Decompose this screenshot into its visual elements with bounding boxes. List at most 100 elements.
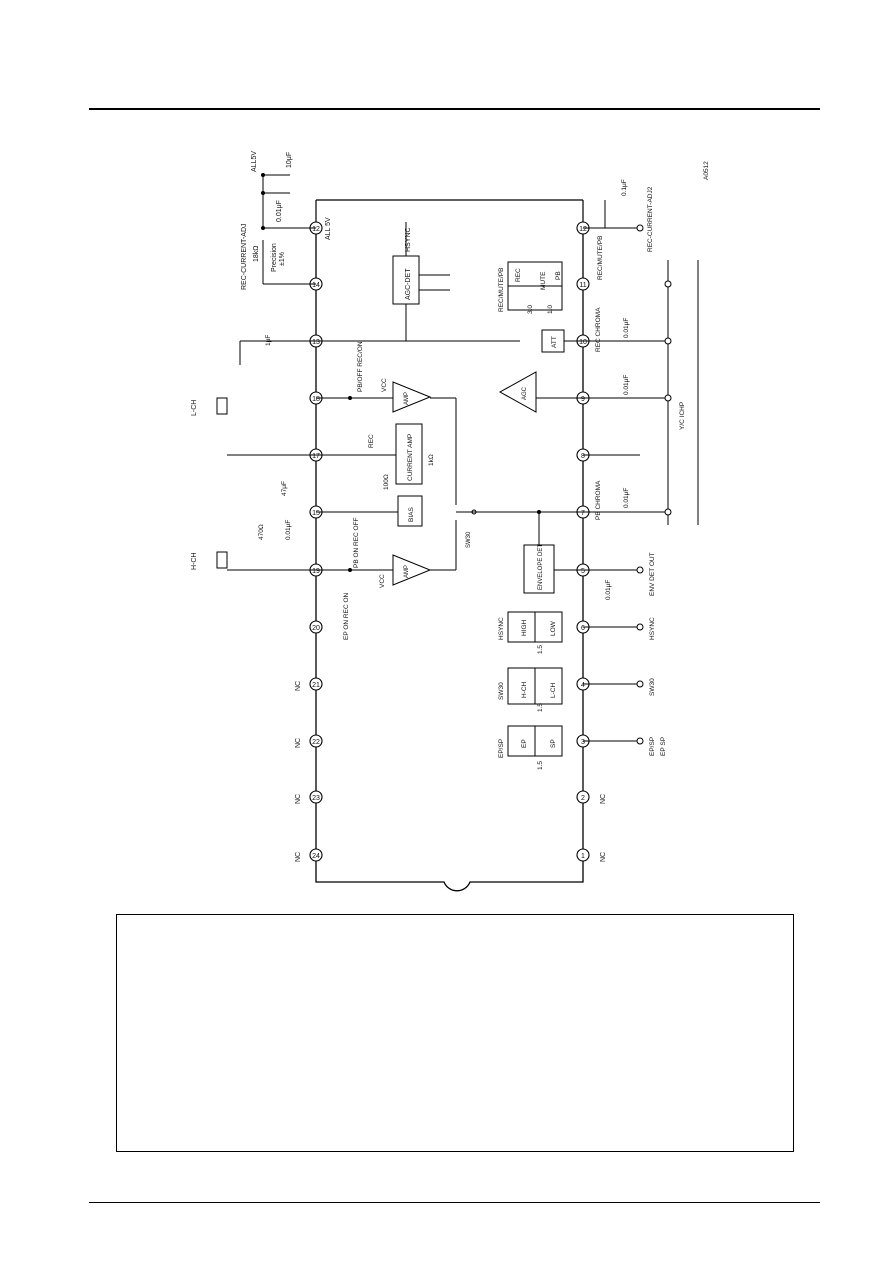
nc-1: NC — [600, 852, 607, 862]
ep-on-rec-on: EP ON REC ON — [343, 592, 350, 640]
pin-13-num: 13 — [312, 339, 320, 346]
cap-001-env: 0.01μF — [605, 580, 612, 600]
pin-12l-num: 12 — [312, 226, 320, 233]
pin-23-num: 23 — [312, 795, 320, 802]
pin-3-num: 3 — [581, 739, 585, 746]
att-label: ATT — [551, 336, 558, 348]
footer-rule — [89, 1202, 820, 1203]
amp-upper-label: AMP — [404, 392, 410, 405]
bias-label: BIAS — [408, 507, 415, 522]
pin-10-num: 10 — [579, 339, 587, 346]
rec-current-adj2: REC-CURRENT-ADJ2 — [647, 186, 654, 252]
pin-24-num: 24 — [312, 853, 320, 860]
vcc-2: VCC — [379, 574, 386, 588]
h-ch-label: H-CH — [191, 553, 198, 571]
amp-lower-label: AMP — [404, 565, 410, 578]
hsync-in: HSYNC — [649, 617, 656, 640]
rec-chroma: REC CHROMA — [595, 307, 602, 352]
cap-10u: 10μF — [286, 152, 293, 168]
pin-4-num: 4 — [581, 682, 585, 689]
l-ch-label: L-CH — [191, 400, 198, 416]
vcc-1: VCC — [381, 378, 388, 392]
y-c-ichp: Y/C ICHP — [679, 402, 686, 430]
cap-001-r3: 0.01μF — [623, 488, 630, 508]
sw30-table: SW30 — [498, 682, 505, 700]
notes-box — [116, 914, 794, 1152]
pin-20-num: 20 — [312, 625, 320, 632]
pin-14-num: 14 — [312, 282, 320, 289]
sw30-switch-label: SW30 — [466, 531, 472, 548]
pin-7-num: 7 — [581, 510, 585, 517]
all5v-pin-label: ALL 5V — [325, 217, 332, 240]
pin-21-num: 21 — [312, 682, 320, 689]
mute: MUTE — [540, 271, 547, 290]
v15a: 1.5 — [537, 645, 544, 654]
rec-current-adj: REC-CURRENT-ADJ — [241, 224, 248, 291]
code: A0512 — [703, 161, 710, 180]
right-pin-group — [576, 221, 590, 862]
nc-21: NC — [295, 681, 302, 691]
pin-1-num: 1 — [581, 853, 585, 860]
sw30-in: SW30 — [649, 678, 656, 696]
res-18k: 18kΩ — [253, 245, 260, 262]
hsync-arrow-label: HSYNC — [405, 227, 412, 252]
ep-sp-sub: EP SP — [660, 737, 667, 756]
nc-2: NC — [600, 794, 607, 804]
pb-rec-sw: PB/OFF REC/ON — [357, 341, 364, 392]
pin-9-num: 9 — [581, 396, 585, 403]
precision: Precision — [271, 243, 278, 272]
sp-t: SP — [550, 739, 557, 748]
cap-47u: 47μF — [281, 481, 288, 496]
rec-mute-pb-title: REC/MUTE/PB — [498, 268, 505, 312]
cap-001u-top: 0.01μF — [276, 200, 283, 222]
pin-12r-num: 12 — [579, 226, 587, 233]
rec-t: REC — [515, 268, 522, 282]
pin-5-num: 5 — [581, 568, 585, 575]
pin-2-num: 2 — [581, 795, 585, 802]
agc-det-label: AGC-DET — [405, 268, 412, 300]
v10: 1.0 — [547, 305, 554, 314]
res-470: 470Ω — [258, 524, 265, 540]
ep-sp-table: EP/SP — [498, 739, 505, 758]
env-out: ENV DET OUT — [649, 552, 656, 596]
v15c: 1.5 — [537, 761, 544, 770]
current-amp-label: CURRENT AMP — [407, 434, 414, 481]
pb-chroma: PB CHROMA — [595, 480, 602, 520]
h-ch-t: H-CH — [521, 681, 528, 698]
cap-01u: 0.1μF — [621, 179, 628, 196]
pin-19-num: 19 — [312, 568, 320, 575]
cap-001-r1: 0.01μF — [623, 318, 630, 338]
pin-6-num: 6 — [581, 625, 585, 632]
hsync-table: HSYNC — [498, 617, 505, 640]
cap-001-r2: 0.01μF — [623, 375, 630, 395]
v30: 3.0 — [527, 305, 534, 314]
ep-t: EP — [521, 739, 528, 748]
res-100: 100Ω — [383, 474, 390, 490]
header-rule — [89, 108, 820, 110]
cap-1u: 1μF — [265, 335, 272, 346]
l-ch-t: L-CH — [550, 683, 557, 698]
nc-24: NC — [295, 852, 302, 862]
rec-mute-pb-pin: REC/MUTE/PB — [597, 236, 604, 280]
pin-11-num: 11 — [579, 282, 586, 289]
nc-22: NC — [295, 738, 302, 748]
rec-sw: REC — [368, 434, 375, 448]
all5v-top: ALL5V — [251, 151, 258, 172]
res-1k: 1kΩ — [428, 454, 435, 466]
low: LOW — [550, 620, 557, 636]
pin-17-num: 17 — [312, 453, 320, 460]
pb-t: PB — [555, 271, 562, 280]
pin-8-num: 8 — [581, 453, 585, 460]
v15b: 1.5 — [537, 703, 544, 712]
pb-on-rec-off: PB ON REC OFF — [353, 517, 360, 568]
ic-outline — [315, 228, 584, 892]
envelope-det-label: ENVELOPE DET — [538, 544, 544, 590]
agc-label: AGC — [522, 386, 528, 400]
pin-15-num: 15 — [312, 510, 320, 517]
pin-18-num: 18 — [312, 396, 320, 403]
pin-22-num: 22 — [312, 739, 320, 746]
tol-1pct: ±1% — [279, 252, 286, 266]
ep-sp-in: EP/SP — [649, 737, 656, 756]
cap-001-left: 0.01μF — [285, 520, 292, 540]
